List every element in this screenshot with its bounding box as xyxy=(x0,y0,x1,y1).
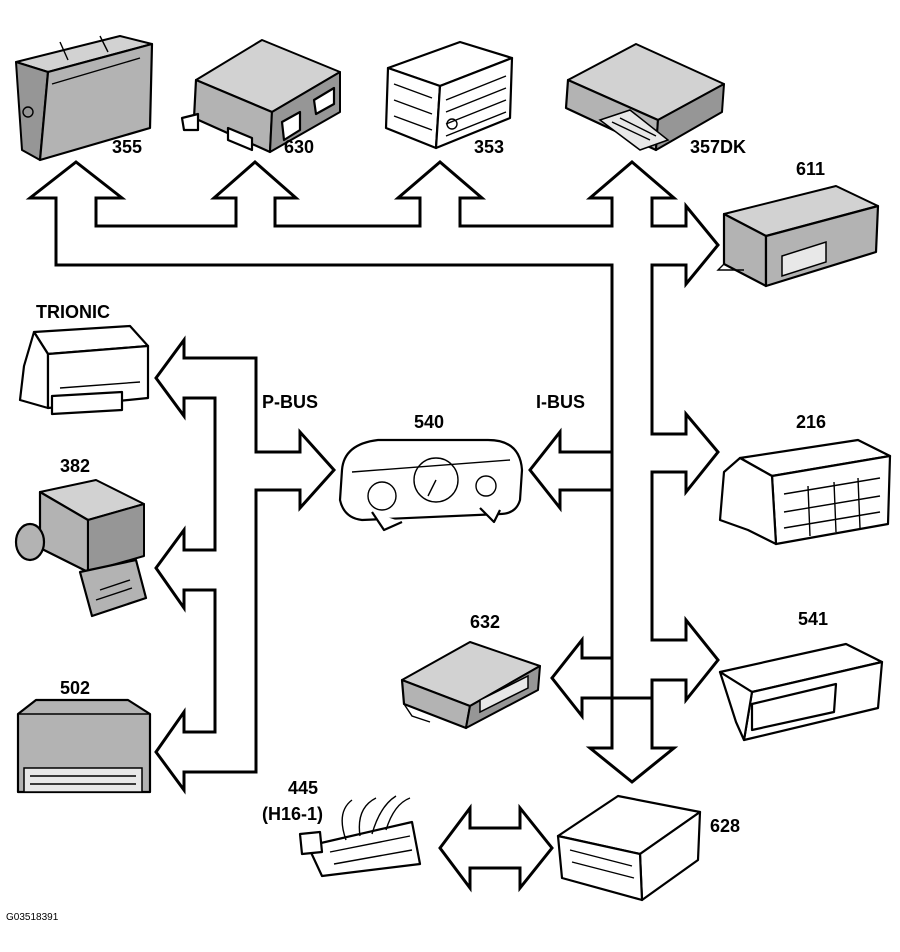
arrow-to-628 xyxy=(585,696,679,784)
ibus-arrow xyxy=(528,427,614,513)
label-445: 445 xyxy=(288,778,318,798)
arrow-to-632 xyxy=(550,635,614,721)
label-trionic: TRIONIC xyxy=(36,302,110,322)
pbus-arrow xyxy=(154,335,337,795)
module-216 xyxy=(718,438,892,546)
module-540 xyxy=(338,438,524,532)
module-382 xyxy=(14,479,148,618)
label-502: 502 xyxy=(60,678,90,698)
label-357dk: 357DK xyxy=(690,137,746,157)
label-541: 541 xyxy=(798,609,828,629)
module-541 xyxy=(718,642,884,742)
label-h16-1: (H16-1) xyxy=(262,804,323,824)
label-216: 216 xyxy=(796,412,826,432)
module-502 xyxy=(16,698,152,794)
label-540: 540 xyxy=(414,412,444,432)
label-ibus: I-BUS xyxy=(536,392,585,412)
label-pbus: P-BUS xyxy=(262,392,318,412)
module-355 xyxy=(15,35,154,162)
label-630: 630 xyxy=(284,137,314,157)
module-632 xyxy=(400,641,541,730)
top-bus-arrow xyxy=(25,160,720,705)
module-628 xyxy=(556,794,702,902)
label-611: 611 xyxy=(796,159,825,179)
module-357dk xyxy=(564,43,725,152)
figure-id: G03518391 xyxy=(6,912,59,923)
module-611 xyxy=(716,185,880,288)
label-628: 628 xyxy=(710,816,740,836)
label-355: 355 xyxy=(112,137,142,157)
module-445-connector xyxy=(298,795,422,878)
label-382: 382 xyxy=(60,456,90,476)
label-353: 353 xyxy=(474,137,504,157)
module-353 xyxy=(384,40,514,150)
module-630 xyxy=(180,39,341,154)
diagnostic-link-arrow xyxy=(438,803,554,893)
label-632: 632 xyxy=(470,612,500,632)
module-trionic xyxy=(18,324,150,416)
